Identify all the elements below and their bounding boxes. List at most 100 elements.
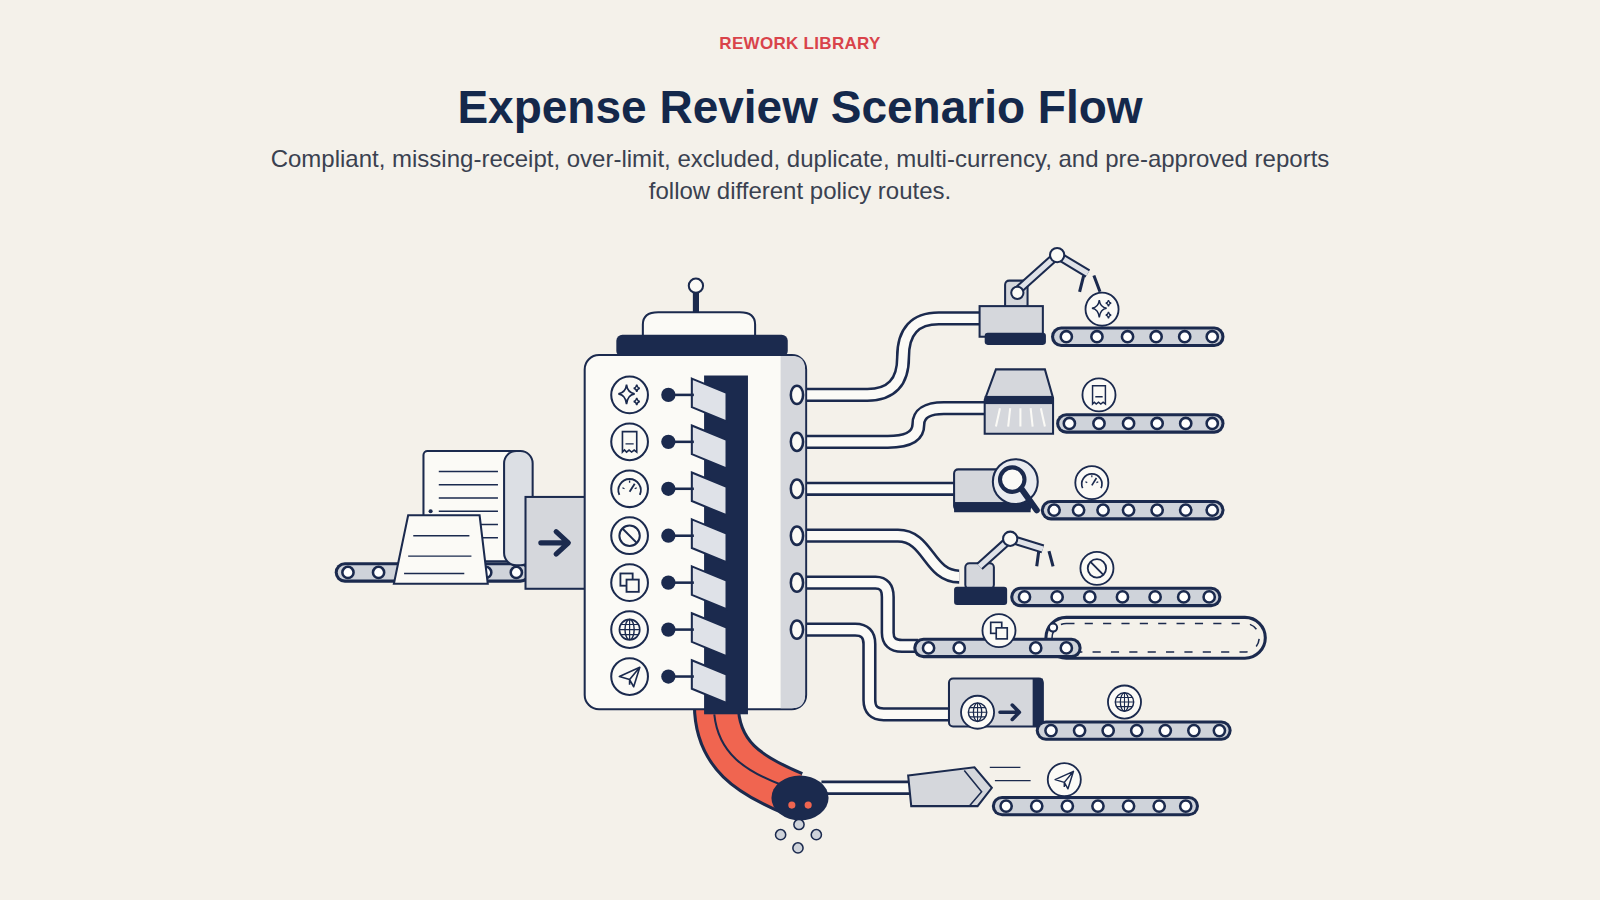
sorter-machine [661,576,675,590]
output-conveyor [1152,418,1163,429]
output-conveyor [1044,503,1222,517]
robot-arm-station [1011,287,1023,299]
currency-converter [1033,679,1043,727]
route-pipes [806,318,982,395]
reject-chute [788,802,795,809]
loop-conveyor [913,617,1265,658]
route-pipes [806,536,959,577]
route-pipes [806,583,918,646]
receipt-paper [394,451,533,584]
route-pipes [806,484,959,493]
sorter-machine [781,356,805,708]
output-conveyor [1074,725,1085,736]
scenario-illustration [982,614,1015,647]
loop-conveyor [1052,623,1259,652]
reject-chute [793,843,803,853]
robot-arm-station [980,306,1043,337]
robot-arm-station [1050,248,1064,262]
output-conveyor [1117,591,1128,602]
sorter-machine [611,423,648,460]
dispatch-nozzle [1154,801,1165,812]
sorter-machine [611,611,648,648]
route-pipes [806,482,959,496]
output-conveyor [1041,500,1225,520]
input-conveyor [342,567,353,578]
sorter-machine [692,566,727,609]
input-conveyor [373,567,384,578]
output-conveyor [1207,331,1218,342]
brush-hood-station [985,369,1053,433]
route-pipes [806,408,986,442]
sorter-machine [661,529,675,543]
sorter-machine [791,386,803,639]
output-conveyor [1188,725,1199,736]
output-conveyor [1019,591,1030,602]
robot-arm-station [985,333,1046,345]
output-conveyor [1084,591,1095,602]
sorter-machine [616,335,787,357]
output-conveyor [1036,720,1232,740]
output-conveyor [1036,720,1232,740]
brush-hood-station [985,396,1053,404]
scenario-illustration [1086,293,1119,326]
output-conveyor [1179,331,1190,342]
sorter-machine [611,564,648,601]
reject-chute [811,830,821,840]
dispatch-nozzle [1092,801,1103,812]
output-conveyor [1051,327,1224,347]
output-conveyor [1039,723,1229,737]
output-conveyor [1061,331,1072,342]
output-conveyor [1061,331,1218,342]
output-conveyor [1178,591,1189,602]
scenario-illustration [1080,552,1113,585]
dispatch-nozzle [1180,801,1191,812]
output-conveyor [1180,505,1191,516]
route-pipes [806,630,951,715]
receipt-paper [429,509,433,513]
inspection-camera [1021,489,1036,510]
reject-chute [714,714,783,785]
output-conveyor [1204,591,1215,602]
loop-conveyor [1030,642,1041,653]
route-pipes [806,630,951,715]
sorter-machine [692,613,727,656]
output-conveyor [1010,587,1221,607]
sorter-machine [692,519,727,562]
robot-arm-station [965,563,994,589]
brush-hood-station [985,369,1053,433]
reject-chute [714,704,828,853]
sorter-machine [692,472,727,515]
output-conveyor [1123,505,1134,516]
loop-conveyor [1049,623,1057,631]
output-conveyor [1091,331,1102,342]
sorter-machine [692,379,727,422]
output-conveyor [1160,725,1171,736]
output-conveyor [1123,418,1134,429]
receipt-paper [404,536,471,574]
route-pipes [806,408,986,442]
sorter-machine [692,426,727,469]
scenario-illustration [1108,686,1141,719]
sorter-machine [693,291,699,314]
page-caption: Compliant, missing-receipt, over-limit, … [265,143,1335,207]
receipt-paper [394,515,488,583]
sorter-machine [791,433,803,451]
page-title: Expense Review Scenario Flow [200,80,1400,134]
sorter-machine [661,669,675,683]
robot-arm-station [1003,532,1017,546]
dispatch-nozzle [964,770,981,806]
sorter-machine [661,622,675,636]
reject-chute [771,776,828,821]
robot-arm-station [1037,551,1053,566]
output-conveyor [1151,331,1162,342]
output-conveyor [1064,418,1075,429]
dispatch-nozzle [908,767,992,806]
dispatch-nozzle [995,799,1196,813]
sorter-machine [611,470,648,507]
output-conveyor [1214,725,1225,736]
reject-chute [794,819,804,829]
output-conveyor [1048,505,1059,516]
output-conveyor [1103,725,1114,736]
output-conveyor [1052,591,1063,602]
